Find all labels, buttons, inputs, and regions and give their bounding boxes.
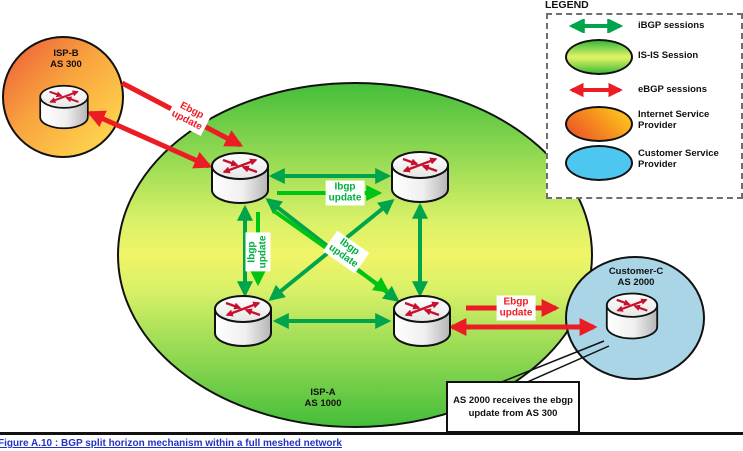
internet-service-provider-ellipse-icon [565,106,633,142]
bottom-divider-line [0,432,743,435]
ibgp-update-tag-vertical: Ibgp update [245,232,271,272]
ebgp-session-ispb [86,110,213,169]
customer-c-asn: AS 2000 [617,277,655,288]
callout-line2: update from AS 300 [468,408,558,419]
ebgp-update-tag-right: Ebgp update [496,295,536,321]
callout-pointer-lines [498,340,610,384]
router-icon-customer-c [607,294,657,339]
green-double-arrow-icon [568,19,624,33]
legend-item-isis-session: IS-IS Session [638,50,699,61]
callout-line1: AS 2000 receives the ebgp [453,395,573,406]
customer-service-provider-ellipse-icon [565,145,633,181]
legend-item-internet-service-provider: Internet Service Provider [638,109,710,131]
isp-b-asn: AS 300 [50,59,82,70]
router-icon-isp-b [40,86,88,129]
isp-a-asn: AS 1000 [304,398,342,409]
isp-a-label: ISP-A AS 1000 [305,387,342,409]
ibgp-update-tag-horizontal: Ibgp update [325,180,365,206]
figure-caption-link[interactable]: Figure A.10 : BGP split horizon mechanis… [0,438,342,449]
router-icon-isp-a-bottom-right [394,296,450,346]
router-icon-isp-a-top-left [212,153,268,203]
ibgp-update-tag-v-line2: update [257,235,268,269]
red-double-arrow-icon [569,83,623,97]
ebgp-update-tag-right-line2: update [499,307,533,318]
legend-item-customer-service-provider: Customer Service Provider [638,148,719,170]
customer-c-name: Customer-C [608,266,664,277]
customer-c-label: Customer-C AS 2000 [609,266,663,288]
ebgp-update-tag-right-line1: Ebgp [503,296,529,308]
callout-text: AS 2000 receives the ebgp update from AS… [453,394,573,420]
isis-session-ellipse-icon [565,39,633,75]
isp-b-name: ISP-B [53,48,79,59]
legend-item-ibgp-sessions: iBGP sessions [638,20,705,31]
legend-title: LEGEND [545,0,589,11]
isp-b-label: ISP-B AS 300 [50,48,82,70]
isp-a-name: ISP-A [310,387,336,398]
ibgp-update-tag-h-line2: update [328,192,362,203]
callout-box: AS 2000 receives the ebgp update from AS… [446,381,580,433]
router-icon-isp-a-bottom-left [215,296,271,346]
ibgp-update-tag-v-line1: Ibgp [246,241,258,263]
router-icon-isp-a-top-right [392,152,448,202]
ibgp-update-tag-h-line1: Ibgp [334,181,356,193]
legend-item-ebgp-sessions: eBGP sessions [638,84,708,95]
